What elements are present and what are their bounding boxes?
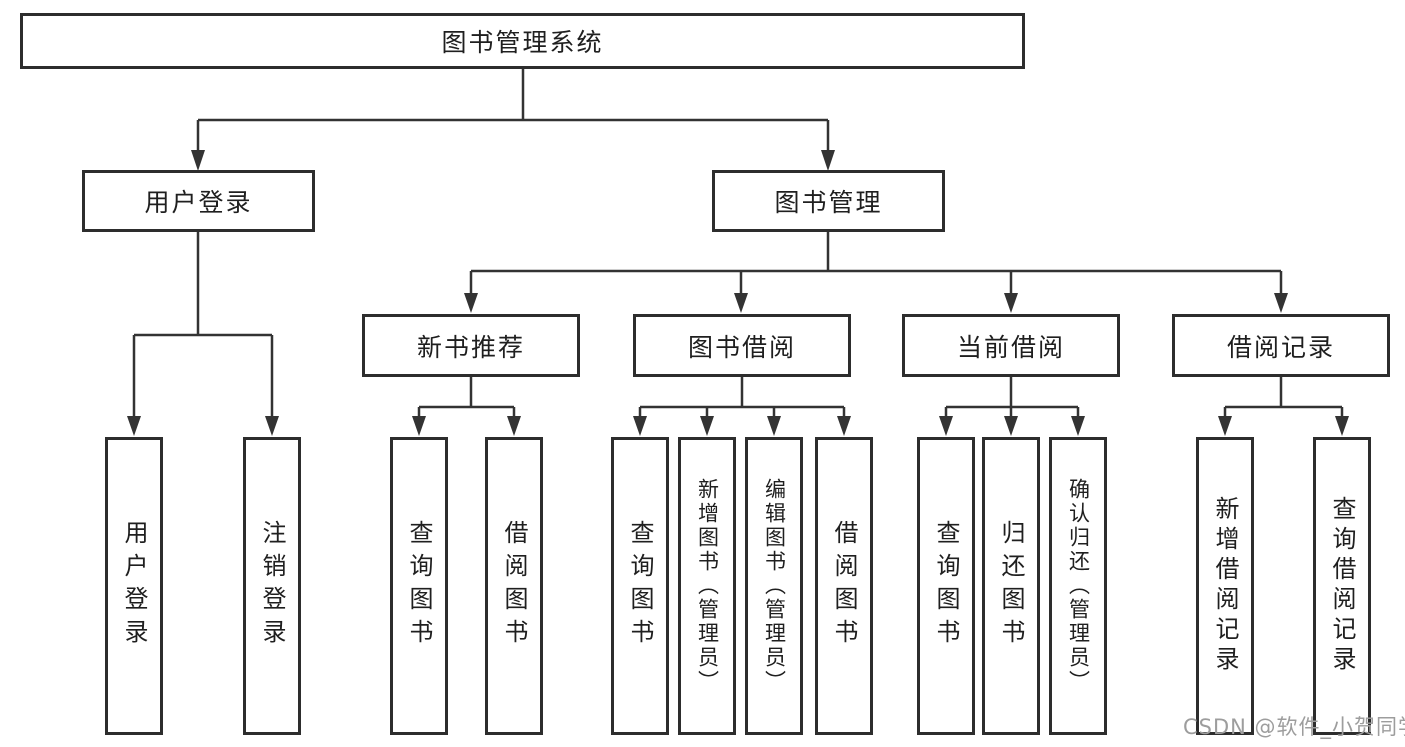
node-book-management: 图书管理 — [712, 170, 945, 232]
node-book-borrow: 图书借阅 — [633, 314, 851, 377]
leaf-confirm-return-admin-label: 确认归还（管理员） — [1066, 478, 1091, 694]
connector-borrow-records-children — [1218, 377, 1349, 436]
leaf-return-books: 归还图书 — [982, 437, 1040, 735]
leaf-user-login-label: 用户登录 — [120, 520, 148, 652]
connector-user-login-children — [127, 232, 279, 436]
node-current-borrow: 当前借阅 — [902, 314, 1120, 377]
leaf-borrow-query-books-label: 查询图书 — [626, 520, 654, 652]
leaf-add-books-admin-label: 新增图书（管理员） — [695, 478, 720, 694]
leaf-edit-books-admin: 编辑图书（管理员） — [745, 437, 803, 735]
connector-new-book-recommend-children — [412, 377, 521, 436]
connector-book-management-children — [464, 232, 1288, 313]
node-book-management-label: 图书管理 — [774, 188, 883, 217]
node-root-system: 图书管理系统 — [20, 13, 1025, 69]
node-book-borrow-label: 图书借阅 — [687, 332, 796, 362]
leaf-user-login: 用户登录 — [105, 437, 163, 735]
leaf-logout: 注销登录 — [243, 437, 301, 735]
leaf-logout-label: 注销登录 — [258, 520, 286, 652]
node-borrow-records: 借阅记录 — [1172, 314, 1390, 377]
leaf-current-query-books-label: 查询图书 — [932, 520, 960, 652]
leaf-recommend-query-books: 查询图书 — [390, 437, 448, 735]
leaf-edit-books-admin-label: 编辑图书（管理员） — [762, 478, 787, 694]
leaf-add-borrow-record-label: 新增借阅记录 — [1211, 496, 1239, 676]
leaf-query-borrow-record: 查询借阅记录 — [1313, 437, 1371, 735]
node-current-borrow-label: 当前借阅 — [956, 332, 1065, 362]
leaf-borrow-books-label: 借阅图书 — [830, 520, 858, 652]
connector-book-borrow-children — [633, 377, 851, 436]
leaf-return-books-label: 归还图书 — [997, 520, 1025, 652]
leaf-borrow-books: 借阅图书 — [815, 437, 873, 735]
leaf-confirm-return-admin: 确认归还（管理员） — [1049, 437, 1107, 735]
leaf-recommend-query-books-label: 查询图书 — [405, 520, 433, 652]
node-new-book-recommend: 新书推荐 — [362, 314, 580, 377]
node-root-system-label: 图书管理系统 — [441, 28, 604, 57]
leaf-recommend-borrow-books-label: 借阅图书 — [500, 520, 528, 652]
leaf-recommend-borrow-books: 借阅图书 — [485, 437, 543, 735]
leaf-query-borrow-record-label: 查询借阅记录 — [1328, 496, 1356, 676]
leaf-add-borrow-record: 新增借阅记录 — [1196, 437, 1254, 735]
leaf-add-books-admin: 新增图书（管理员） — [678, 437, 736, 735]
connector-root-to-level2 — [191, 69, 835, 171]
node-user-login-label: 用户登录 — [144, 188, 253, 217]
watermark: CSDN @软件_小贺同学 — [1183, 715, 1405, 739]
leaf-borrow-query-books: 查询图书 — [611, 437, 669, 735]
node-new-book-recommend-label: 新书推荐 — [416, 332, 525, 362]
leaf-current-query-books: 查询图书 — [917, 437, 975, 735]
node-borrow-records-label: 借阅记录 — [1226, 332, 1335, 362]
connector-current-borrow-children — [939, 377, 1085, 436]
node-user-login: 用户登录 — [82, 170, 315, 232]
